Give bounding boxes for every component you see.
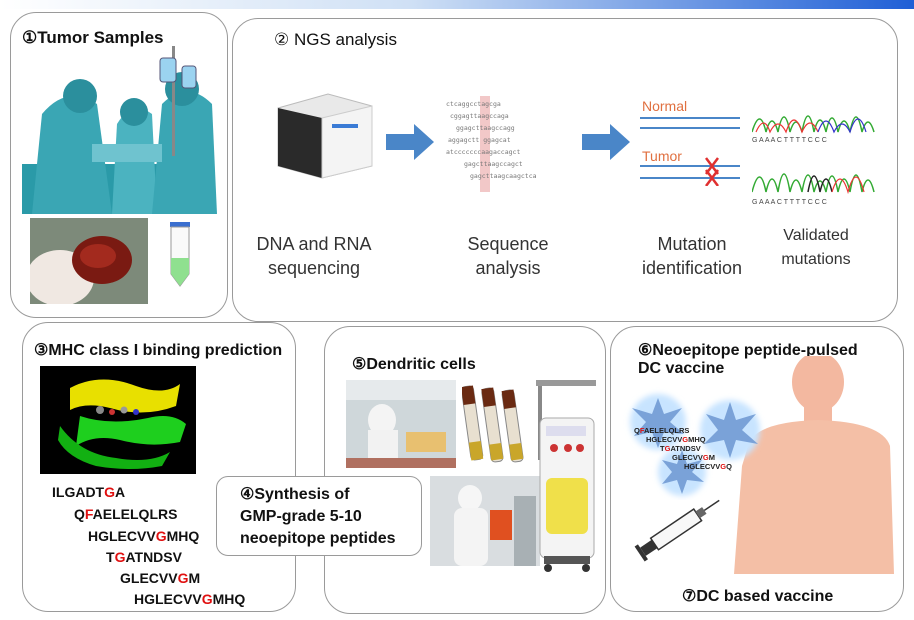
seq-read: ggagcttaagccagg	[456, 124, 515, 132]
synthesis-line-3: neoepitope peptides	[240, 530, 396, 547]
peptide-6: HGLECVVGMHQ	[134, 591, 246, 607]
normal-label: Normal	[642, 98, 688, 114]
apheresis-machine-icon	[534, 378, 600, 574]
vaccine-peptide-1: QFAELELQLRS	[634, 426, 690, 435]
step-sequence-analysis: Sequence analysis	[467, 234, 549, 278]
human-torso-illustration	[734, 356, 902, 574]
callout-peptide-synthesis	[216, 476, 422, 556]
trace-letters: G A A A C T T T T C C C	[752, 137, 827, 144]
step-mutation-identification: Mutation identification	[641, 234, 743, 278]
panel-dendritic-title: ⑤Dendritic cells	[352, 356, 476, 373]
vaccine-peptide-4: GLECVVGM	[672, 453, 715, 462]
peptide-4: TGATNDSV	[106, 549, 182, 565]
seq-read: cggagttaagccaga	[450, 112, 509, 120]
blood-tubes-photo	[462, 382, 526, 464]
seq-read: gagcttaagccagct	[464, 160, 523, 168]
syringe-icon	[632, 488, 728, 568]
synthesis-line-2: GMP-grade 5-10	[240, 508, 362, 525]
vaccine-peptide-5: HGLECVVGQ	[684, 462, 732, 471]
trace-letters: G A A A C T T T T C C C	[752, 199, 827, 206]
peptide-3: HGLECVVGMHQ	[88, 528, 200, 544]
sample-tube-icon	[168, 222, 192, 288]
seq-read: ctcaggcctagcga	[446, 100, 501, 108]
surgery-illustration	[22, 44, 222, 214]
peptide-2: QFAELELQLRS	[74, 506, 178, 522]
step-dna-rna-sequencing: DNA and RNA sequencing	[256, 234, 372, 278]
peptide-5: GLECVVGM	[120, 570, 201, 586]
mutation-lines-graphic	[640, 114, 740, 186]
seq-read: atcccccccaagaccagct	[446, 148, 520, 156]
header-gradient-bar	[0, 0, 914, 9]
panel-vaccine-title-1: ⑥Neoepitope peptide-pulsed	[638, 342, 858, 359]
tumor-tissue-photo	[30, 218, 148, 304]
protein-structure-image	[40, 366, 196, 474]
panel-vaccine-bottom-title: ⑦DC based vaccine	[682, 588, 834, 605]
chromatogram-graphic: G A A A C T T T T C C C G A A A C T T T …	[752, 96, 882, 212]
peptide-1: ILGADTGA	[52, 484, 126, 500]
panel-mhc-title: ③MHC class I binding prediction	[34, 342, 283, 359]
arrow-right-icon	[386, 122, 434, 162]
sequence-alignment-graphic: ctcaggcctagcga cggagttaagccaga ggagcttaa…	[446, 96, 570, 192]
seq-read: gagcttaagcaagctca	[470, 172, 537, 180]
dendritic-cells-graphic	[622, 386, 772, 500]
synthesis-line-1: ④Synthesis of	[240, 486, 350, 503]
tumor-label: Tumor	[642, 148, 682, 164]
lab-hood-photo	[346, 380, 456, 468]
panel-tumor-title: ①Tumor Samples	[22, 28, 164, 47]
vaccine-peptide-2: HGLECVVGMHQ	[646, 435, 706, 444]
step-validated-mutations: Validated mutations	[781, 227, 851, 268]
cleanroom-worker-photo	[430, 476, 540, 566]
panel-ngs-title: ② NGS analysis	[274, 30, 397, 49]
sequencer-icon	[268, 88, 376, 180]
panel-vaccine-title-2: DC vaccine	[638, 360, 725, 377]
synthesis-text: ④Synthesis of GMP-grade 5-10 neoepitope …	[240, 484, 396, 550]
seq-read: aggagctt ggagcat	[448, 136, 511, 144]
arrow-right-icon	[582, 122, 630, 162]
vaccine-peptide-3: TGATNDSV	[660, 444, 701, 453]
